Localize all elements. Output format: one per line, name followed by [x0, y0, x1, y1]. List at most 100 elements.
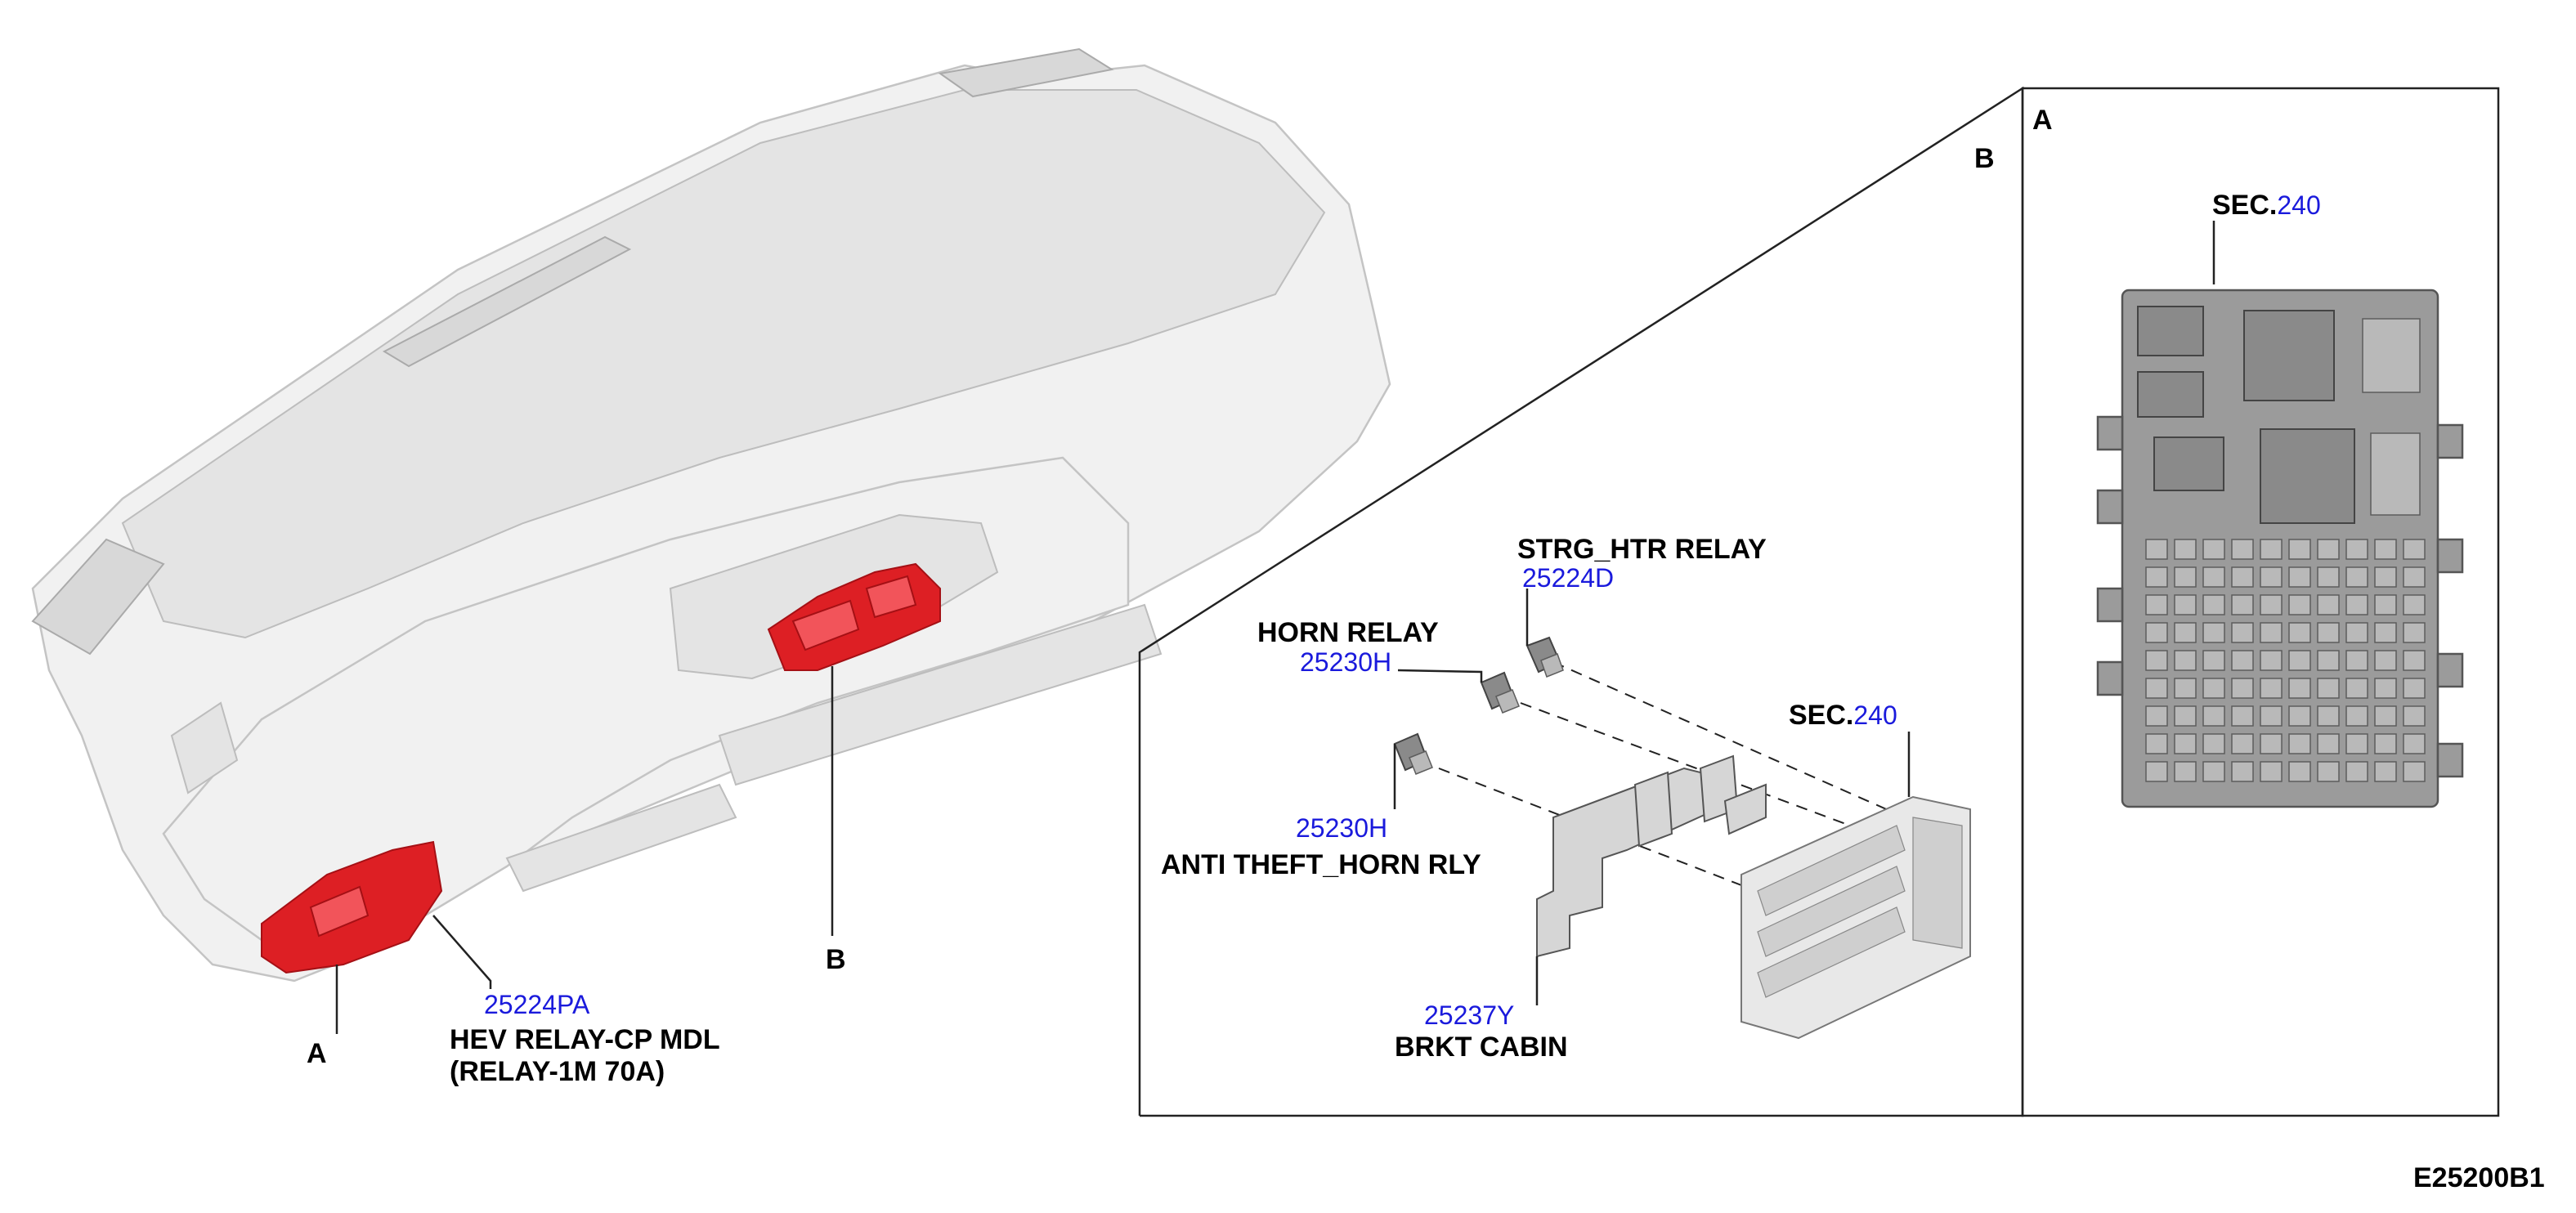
strg-htr-relay-name: STRG_HTR RELAY: [1517, 534, 1767, 565]
guide-anti: [1438, 768, 1799, 908]
cabin-relay-block-part: [1740, 795, 1971, 1040]
fuse-slot: [2231, 761, 2254, 782]
leader-horn: [1397, 669, 1483, 683]
fuse-slot: [2345, 761, 2368, 782]
fuse-slot: [2403, 650, 2426, 671]
fuse-slot: [2288, 566, 2311, 588]
fuse-slot: [2260, 650, 2283, 671]
fuse-slot: [2231, 678, 2254, 699]
fuse-slot: [2202, 539, 2225, 560]
fuse-slot: [2202, 650, 2225, 671]
brkt-cabin-part-number: 25237Y: [1424, 1000, 1514, 1030]
detail-b-label: B: [1974, 143, 1995, 174]
fuse-slot: [2317, 678, 2340, 699]
fuse-slot: [2345, 539, 2368, 560]
fuse-slot: [2231, 733, 2254, 754]
fuse-slot: [2202, 761, 2225, 782]
fuse-slot: [2145, 539, 2168, 560]
fuse-slot: [2288, 594, 2311, 615]
fuse-slot: [2403, 622, 2426, 643]
fuse-slot: [2202, 566, 2225, 588]
guide-strg: [1552, 661, 1906, 818]
relay-cluster-b: [767, 562, 941, 671]
fuse-slot: [2202, 733, 2225, 754]
fuse-slot: [2374, 594, 2397, 615]
instrument-panel-illustration: [31, 47, 1391, 982]
fuse-slot: [2345, 678, 2368, 699]
anti-theft-relay-part-number: 25230H: [1296, 813, 1387, 843]
detail-a-label: A: [2032, 105, 2053, 136]
sec-ref-b: SEC.240: [1789, 700, 1897, 731]
fuse-slot: [2374, 539, 2397, 560]
sec-ref-a-number: 240: [2277, 190, 2320, 220]
fuse-slot: [2288, 733, 2311, 754]
hev-relay-name-line1: HEV RELAY-CP MDL: [450, 1024, 720, 1055]
fuse-slot: [2145, 650, 2168, 671]
anti-theft-relay-name: ANTI THEFT_HORN RLY: [1161, 849, 1481, 880]
fuse-slot: [2403, 761, 2426, 782]
fuse-slot: [2317, 622, 2340, 643]
guide-horn: [1520, 702, 1873, 835]
fuse-slot: [2174, 566, 2197, 588]
sec-ref-a-prefix: SEC.: [2212, 190, 2277, 221]
strg-htr-relay-part-number: 25224D: [1522, 563, 1614, 593]
leader-hev-relay: [432, 915, 492, 989]
fuse-slot: [2403, 705, 2426, 727]
fuse-slot: [2374, 761, 2397, 782]
fuse-slot: [2288, 539, 2311, 560]
fuse-slot: [2317, 566, 2340, 588]
fuse-slot: [2174, 594, 2197, 615]
fuse-slot: [2174, 705, 2197, 727]
fuse-slot: [2260, 733, 2283, 754]
fuse-relay-box-part: [2096, 289, 2464, 808]
fuse-slot: [2174, 539, 2197, 560]
fuse-slot: [2374, 705, 2397, 727]
callout-a-main: A: [307, 1038, 327, 1069]
fuse-slot: [2174, 622, 2197, 643]
fuse-slot: [2288, 622, 2311, 643]
fuse-slot: [2231, 705, 2254, 727]
sec-ref-a: SEC.240: [2212, 190, 2321, 221]
horn-relay-name: HORN RELAY: [1257, 617, 1439, 648]
horn-relay-part: [1480, 671, 1520, 714]
fuse-slot: [2231, 650, 2254, 671]
fuse-slot: [2403, 733, 2426, 754]
fuse-slot: [2403, 678, 2426, 699]
fuse-slot: [2403, 566, 2426, 588]
fuse-slot: [2345, 622, 2368, 643]
fuse-slot: [2174, 650, 2197, 671]
fuse-slot: [2145, 678, 2168, 699]
fuse-slot: [2260, 566, 2283, 588]
fuse-slot: [2231, 622, 2254, 643]
fuse-slot: [2202, 622, 2225, 643]
fuse-slot: [2202, 678, 2225, 699]
fuse-slot: [2145, 761, 2168, 782]
figure-code: E25200B1: [2413, 1162, 2545, 1193]
fuse-slot: [2374, 622, 2397, 643]
fuse-slot: [2174, 678, 2197, 699]
fuse-slot: [2345, 650, 2368, 671]
fuse-slot: [2202, 594, 2225, 615]
fuse-grid: [2145, 539, 2426, 782]
fuse-slot: [2145, 566, 2168, 588]
fuse-slot: [2317, 705, 2340, 727]
sec-ref-b-prefix: SEC.: [1789, 700, 1853, 731]
fuse-slot: [2202, 705, 2225, 727]
callout-b-main: B: [826, 944, 846, 975]
fuse-slot: [2317, 733, 2340, 754]
hev-relay-part-number: 25224PA: [484, 990, 590, 1019]
fuse-slot: [2374, 650, 2397, 671]
fuse-slot: [2288, 650, 2311, 671]
fuse-slot: [2145, 622, 2168, 643]
fuse-slot: [2288, 705, 2311, 727]
sec-ref-b-number: 240: [1853, 700, 1897, 730]
fuse-slot: [2345, 566, 2368, 588]
fuse-slot: [2231, 566, 2254, 588]
fuse-slot: [2345, 733, 2368, 754]
fuse-slot: [2374, 678, 2397, 699]
fuse-slot: [2260, 705, 2283, 727]
brkt-cabin-part: [1536, 754, 1767, 958]
fuse-slot: [2260, 594, 2283, 615]
strg-htr-relay-part: [1525, 636, 1564, 678]
